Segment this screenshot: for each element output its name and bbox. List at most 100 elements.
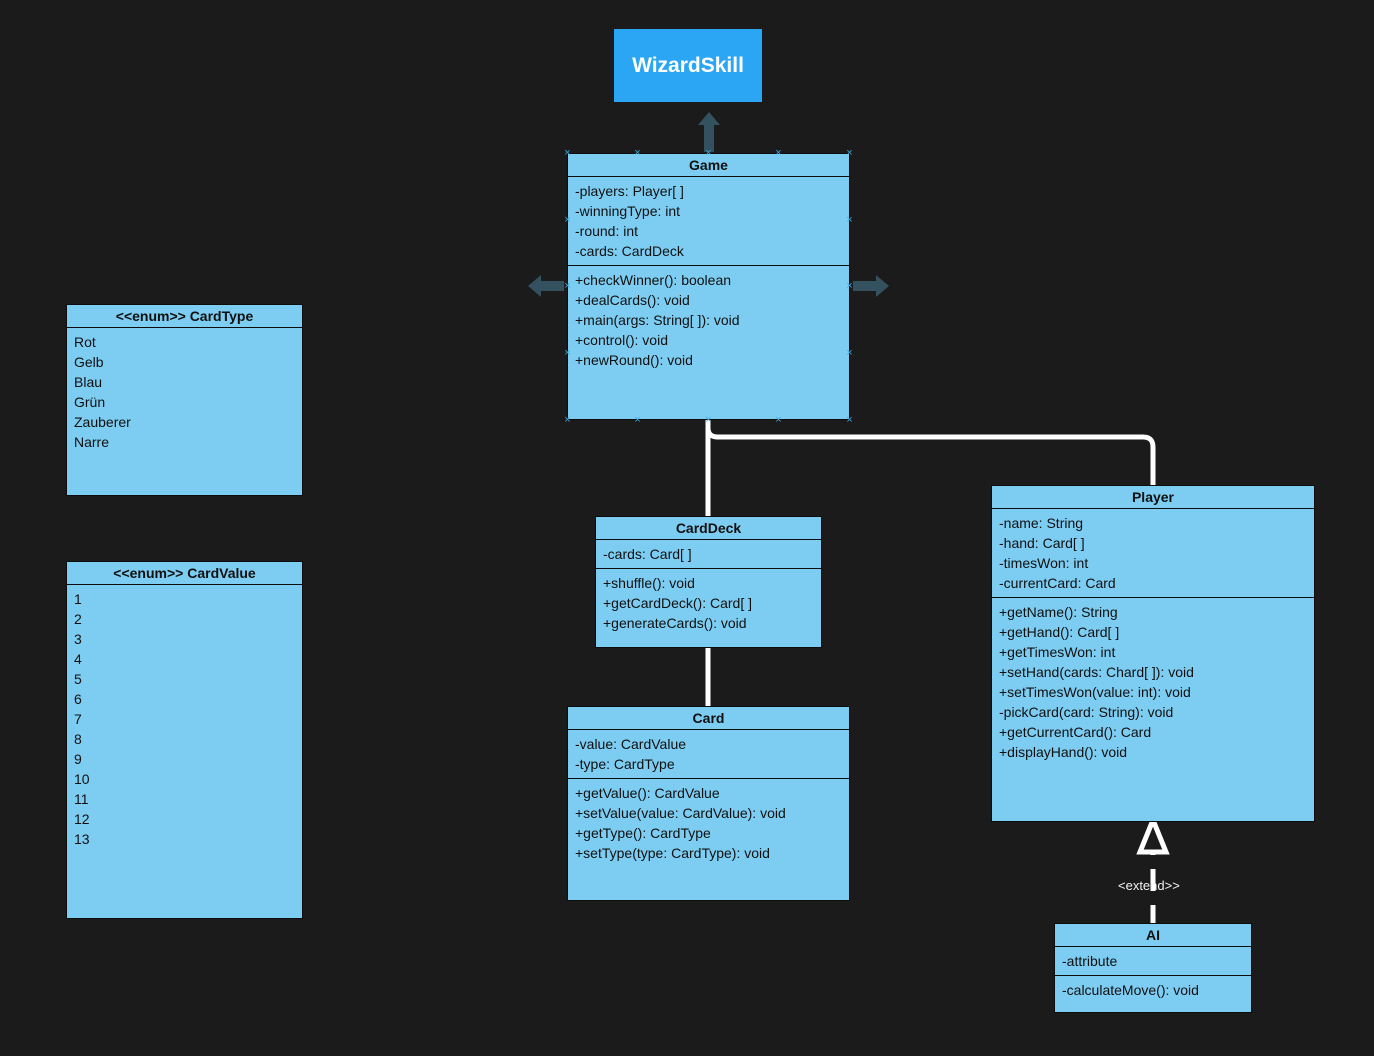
class-box-ai[interactable]: AI -attribute -calculateMove(): void <box>1054 923 1252 1013</box>
selection-handle-top-center[interactable]: × <box>705 147 712 159</box>
connect-handle-up-icon[interactable] <box>698 112 720 152</box>
class-attributes-game: -players: Player[ ] -winningType: int -r… <box>568 177 849 266</box>
arrow-left-icon <box>528 275 564 297</box>
method-row: +main(args: String[ ]): void <box>575 312 740 328</box>
attribute-row: -cards: Card[ ] <box>603 546 692 562</box>
enum-name-cardvalue: <<enum>> CardValue <box>67 562 302 585</box>
class-methods-player: +getName(): String +getHand(): Card[ ] +… <box>992 598 1314 766</box>
selection-handle-left-upper[interactable]: × <box>564 214 571 226</box>
method-row: -pickCard(card: String): void <box>999 704 1174 720</box>
method-row: +getCardDeck(): Card[ ] <box>603 595 752 611</box>
enum-value-row: 1 <box>74 591 82 607</box>
class-attributes-ai: -attribute <box>1055 947 1251 976</box>
selection-handle-top-right[interactable]: × <box>846 147 853 159</box>
enum-values-cardvalue: 1 2 3 4 5 6 7 8 9 10 11 12 13 <box>67 585 302 853</box>
method-row: +setValue(value: CardValue): void <box>575 805 786 821</box>
enum-value-row: Grün <box>74 394 106 410</box>
method-row: +displayHand(): void <box>999 744 1128 760</box>
enum-box-cardtype[interactable]: <<enum>> CardType Rot Gelb Blau Grün Zau… <box>66 304 303 496</box>
enum-value-row: 5 <box>74 671 82 687</box>
class-methods-game: +checkWinner(): boolean +dealCards(): vo… <box>568 266 849 374</box>
node-wizardskill-label: WizardSkill <box>632 53 744 77</box>
selection-handle-right-upper[interactable]: × <box>846 214 853 226</box>
selection-handle-right-middle[interactable]: × <box>846 280 853 292</box>
enum-value-row: Gelb <box>74 354 104 370</box>
method-row: +getTimesWon: int <box>999 644 1116 660</box>
enum-value-row: 7 <box>74 711 82 727</box>
enum-values-cardtype: Rot Gelb Blau Grün Zauberer Narre <box>67 328 302 456</box>
selection-handle-right-lower[interactable]: × <box>846 347 853 359</box>
attribute-row: -round: int <box>575 223 639 239</box>
method-row: +newRound(): void <box>575 352 693 368</box>
attribute-row: -timesWon: int <box>999 555 1089 571</box>
class-box-game[interactable]: Game -players: Player[ ] -winningType: i… <box>567 153 850 420</box>
selection-handle-top-left[interactable]: × <box>564 147 571 159</box>
enum-value-row: 2 <box>74 611 82 627</box>
class-box-carddeck[interactable]: CardDeck -cards: Card[ ] +shuffle(): voi… <box>595 516 822 648</box>
class-methods-ai: -calculateMove(): void <box>1055 976 1251 1004</box>
method-row: +getValue(): CardValue <box>575 785 720 801</box>
attribute-row: -name: String <box>999 515 1084 531</box>
class-name-carddeck: CardDeck <box>596 517 821 540</box>
enum-value-row: 11 <box>74 791 89 807</box>
class-name-ai: AI <box>1055 924 1251 947</box>
enum-value-row: 9 <box>74 751 82 767</box>
selection-handle-bottom-center[interactable]: × <box>705 414 712 426</box>
enum-value-row: 10 <box>74 771 90 787</box>
enum-value-row: 4 <box>74 651 82 667</box>
selection-handle-left-lower[interactable]: × <box>564 347 571 359</box>
connect-handle-left-icon[interactable] <box>528 275 564 297</box>
method-row: +getName(): String <box>999 604 1118 620</box>
selection-handle-top-center-right[interactable]: × <box>775 147 782 159</box>
enum-value-row: Zauberer <box>74 414 131 430</box>
method-row: +checkWinner(): boolean <box>575 272 732 288</box>
enum-name-cardtype: <<enum>> CardType <box>67 305 302 328</box>
class-box-player[interactable]: Player -name: String -hand: Card[ ] -tim… <box>991 485 1315 822</box>
selection-handle-bottom-right[interactable]: × <box>846 414 853 426</box>
class-box-card[interactable]: Card -value: CardValue -type: CardType +… <box>567 706 850 901</box>
arrow-right-icon <box>853 275 889 297</box>
method-row: +getType(): CardType <box>575 825 711 841</box>
enum-value-row: 13 <box>74 831 90 847</box>
attribute-row: -cards: CardDeck <box>575 243 684 259</box>
selection-handle-bottom-left[interactable]: × <box>564 414 571 426</box>
enum-value-row: Blau <box>74 374 103 390</box>
method-row: +setType(type: CardType): void <box>575 845 770 861</box>
attribute-row: -attribute <box>1062 953 1118 969</box>
class-name-game: Game <box>568 154 849 177</box>
attribute-row: -currentCard: Card <box>999 575 1116 591</box>
generalization-arrowhead-icon <box>1136 813 1170 855</box>
method-row: -calculateMove(): void <box>1062 982 1199 998</box>
attribute-row: -type: CardType <box>575 756 675 772</box>
class-name-player: Player <box>992 486 1314 509</box>
class-methods-carddeck: +shuffle(): void +getCardDeck(): Card[ ]… <box>596 569 821 637</box>
method-row: +setTimesWon(value: int): void <box>999 684 1191 700</box>
attribute-row: -hand: Card[ ] <box>999 535 1085 551</box>
method-row: +getCurrentCard(): Card <box>999 724 1152 740</box>
class-attributes-player: -name: String -hand: Card[ ] -timesWon: … <box>992 509 1314 598</box>
method-row: +setHand(cards: Chard[ ]): void <box>999 664 1194 680</box>
selection-handle-left-middle[interactable]: × <box>564 280 571 292</box>
method-row: +control(): void <box>575 332 668 348</box>
selection-handle-bottom-center-left[interactable]: × <box>634 414 641 426</box>
method-row: +getHand(): Card[ ] <box>999 624 1120 640</box>
relation-label-extend: <extend>> <box>1118 878 1180 893</box>
class-name-card: Card <box>568 707 849 730</box>
attribute-row: -winningType: int <box>575 203 681 219</box>
arrow-up-icon <box>698 112 720 152</box>
method-row: +generateCards(): void <box>603 615 747 631</box>
enum-value-row: 3 <box>74 631 82 647</box>
attribute-row: -players: Player[ ] <box>575 183 684 199</box>
connect-handle-right-icon[interactable] <box>853 275 889 297</box>
node-wizardskill[interactable]: WizardSkill <box>614 29 762 102</box>
selection-handle-top-center-left[interactable]: × <box>634 147 641 159</box>
enum-value-row: Rot <box>74 334 96 350</box>
selection-handle-bottom-center-right[interactable]: × <box>775 414 782 426</box>
class-attributes-card: -value: CardValue -type: CardType <box>568 730 849 779</box>
enum-box-cardvalue[interactable]: <<enum>> CardValue 1 2 3 4 5 6 7 8 9 10 … <box>66 561 303 919</box>
class-methods-card: +getValue(): CardValue +setValue(value: … <box>568 779 849 867</box>
enum-value-row: 12 <box>74 811 90 827</box>
method-row: +dealCards(): void <box>575 292 690 308</box>
attribute-row: -value: CardValue <box>575 736 687 752</box>
